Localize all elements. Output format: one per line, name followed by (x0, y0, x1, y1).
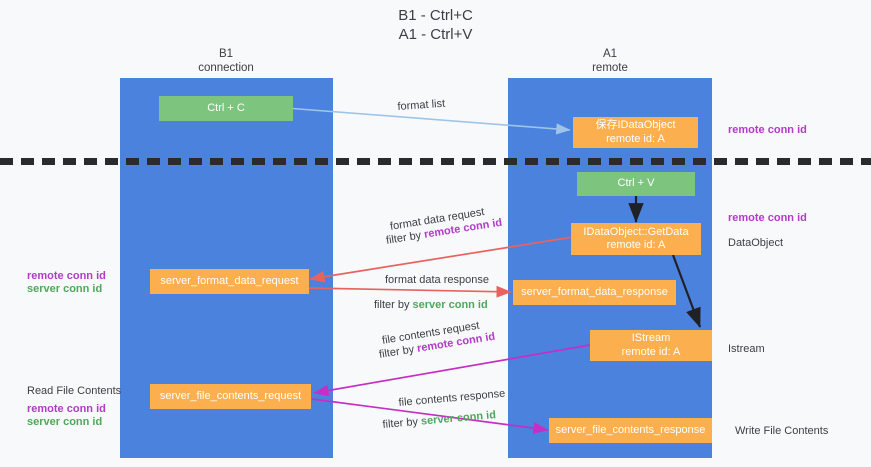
annotation-right-istream: Istream (728, 343, 765, 355)
node-save-idataobject-line1: 保存IDataObject (595, 119, 676, 131)
annotation-right-write-file-contents: Write File Contents (735, 425, 829, 437)
lane-header-a1: A1 remote (520, 47, 700, 75)
lane-header-b1-line2: connection (198, 62, 254, 74)
annotation-left-file-server-conn-id: server conn id (27, 416, 103, 428)
node-idataobject-getdata-line1: IDataObject::GetData (583, 225, 689, 238)
edge-getdata-to-istream (671, 254, 702, 328)
lane-header-b1-line1: B1 (218, 48, 234, 60)
annotation-right-top-remote-conn-id: remote conn id (728, 124, 807, 136)
node-save-idataobject[interactable]: 保存IDataObject remote id: A (573, 117, 698, 148)
node-server-format-data-response-label: server_format_data_response (521, 285, 668, 298)
node-istream[interactable]: IStream remote id: A (590, 330, 712, 361)
annotation-left-file-remote-conn-id: remote conn id (27, 403, 106, 415)
node-server-file-contents-response[interactable]: server_file_contents_response (549, 418, 712, 443)
page-title: B1 - Ctrl+C A1 - Ctrl+V (0, 6, 871, 44)
node-server-file-contents-request[interactable]: server_file_contents_request (150, 384, 311, 409)
edge-format-data-request (309, 236, 574, 283)
node-ctrl-v[interactable]: Ctrl + V (577, 172, 695, 196)
filter-key-format-response: server conn id (412, 299, 488, 311)
title-line-2: A1 - Ctrl+V (398, 26, 473, 43)
node-ctrl-v-label: Ctrl + V (617, 177, 655, 190)
annotation-left-format-remote-conn-id: remote conn id (27, 270, 106, 282)
edge-format-data-response (307, 285, 512, 298)
edge-file-contents-request (313, 344, 591, 397)
annotation-left-format-server-conn-id: server conn id (27, 283, 103, 295)
node-save-idataobject-line2: remote id: A (606, 132, 665, 145)
filter-prefix-format-response: filter by (374, 299, 413, 311)
title-line-1: B1 - Ctrl+C (398, 7, 473, 24)
node-istream-line1: IStream (631, 332, 671, 344)
node-server-format-data-response[interactable]: server_format_data_response (513, 280, 676, 305)
node-server-file-contents-request-label: server_file_contents_request (159, 389, 302, 402)
annotation-right-mid-remote-conn-id: remote conn id (728, 212, 807, 224)
filter-prefix-file-response: filter by (382, 415, 422, 431)
lane-header-a1-line1: A1 (602, 48, 618, 60)
node-idataobject-getdata[interactable]: IDataObject::GetData remote id: A (571, 223, 701, 255)
node-ctrl-c-label: Ctrl + C (207, 101, 245, 114)
node-server-format-data-request-label: server_format_data_request (160, 274, 299, 287)
edge-label-format-data-response: format data response (385, 274, 489, 286)
lane-header-a1-line2: remote (592, 62, 628, 74)
node-istream-line2: remote id: A (621, 345, 681, 358)
annotation-left-read-file-contents: Read File Contents (27, 385, 122, 397)
edge-format-list (272, 106, 571, 135)
node-server-file-contents-response-label: server_file_contents_response (555, 423, 706, 436)
annotation-right-dataobject: DataObject (728, 237, 784, 249)
edge-label-format-data-response-filter: filter by server conn id (374, 298, 488, 312)
node-idataobject-getdata-line2: remote id: A (606, 239, 666, 251)
lane-header-b1: B1 connection (136, 47, 316, 75)
phase-divider (0, 158, 871, 165)
node-server-format-data-request[interactable]: server_format_data_request (150, 269, 309, 294)
node-ctrl-c[interactable]: Ctrl + C (159, 96, 293, 121)
edge-file-contents-response (311, 398, 549, 434)
